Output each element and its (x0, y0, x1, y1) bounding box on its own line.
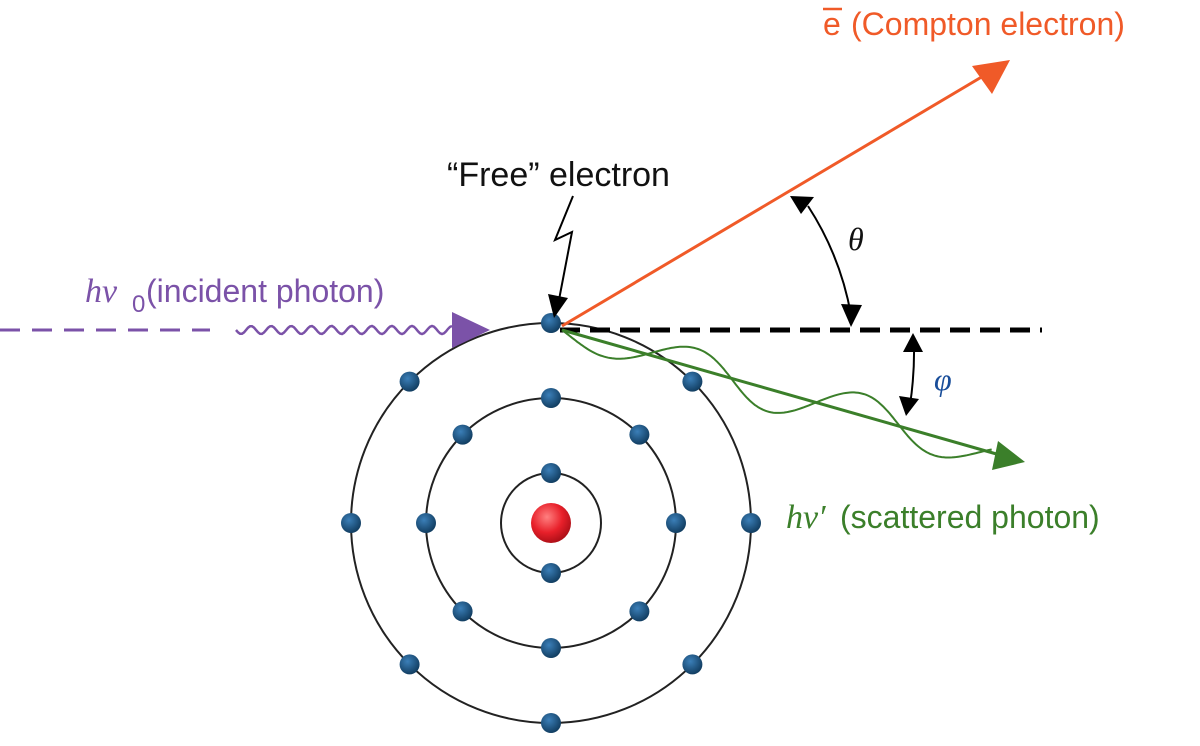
scattered-label-text: (scattered photon) (840, 499, 1100, 535)
theta-angle (790, 196, 862, 327)
electron (682, 371, 703, 392)
theta-arrow-bottom (841, 304, 862, 327)
atom (341, 313, 761, 733)
electron (452, 601, 473, 622)
free-electron-label: “Free” electron (447, 156, 670, 194)
electron (541, 388, 561, 408)
electron (541, 713, 561, 733)
electron (682, 654, 703, 675)
electron-group (341, 313, 761, 733)
compton-label-text: (Compton electron) (851, 6, 1125, 42)
phi-label: φ (934, 361, 952, 397)
free-electron (541, 313, 561, 333)
phi-arrow-top (903, 333, 923, 352)
free-electron-squiggle (553, 195, 574, 306)
theta-label: θ (848, 221, 864, 257)
phi-arc (909, 343, 916, 406)
incident-label: hν 0 (incident photon) (85, 273, 384, 318)
scattered-label: hν′ (scattered photon) (786, 499, 1100, 536)
nucleus (531, 503, 571, 543)
electron (541, 563, 561, 583)
electron (541, 638, 561, 658)
compton-line (561, 70, 991, 328)
free-electron-arrowhead (548, 294, 568, 318)
electron (399, 654, 420, 675)
incident-symbol: hν (85, 273, 118, 310)
theta-arrow-top (790, 196, 814, 214)
incident-wave (235, 324, 453, 336)
electron (341, 513, 361, 533)
electron (629, 601, 650, 622)
electron (741, 513, 761, 533)
electron (416, 513, 436, 533)
phi-arrow-bottom (899, 396, 919, 416)
compton-symbol: e (823, 6, 841, 42)
electron (541, 463, 561, 483)
compton-label: e (Compton electron) (823, 6, 1125, 42)
scattered-wave (561, 329, 992, 459)
scattered-symbol: hν′ (786, 499, 826, 536)
theta-arc (807, 205, 852, 316)
electron (666, 513, 686, 533)
free-electron-pointer (548, 195, 574, 318)
scattered-line (561, 328, 1001, 457)
compton-arrowhead (972, 60, 1010, 94)
electron (452, 424, 473, 445)
electron (629, 424, 650, 445)
incident-subscript: 0 (132, 291, 145, 318)
electron (399, 371, 420, 392)
incident-photon (0, 312, 490, 348)
incident-arrowhead (452, 312, 490, 348)
scattered-arrowhead (992, 441, 1025, 470)
phi-angle (899, 333, 923, 416)
scattered-photon (561, 328, 1025, 470)
compton-electron-path (561, 60, 1010, 328)
incident-label-text: (incident photon) (146, 273, 384, 309)
